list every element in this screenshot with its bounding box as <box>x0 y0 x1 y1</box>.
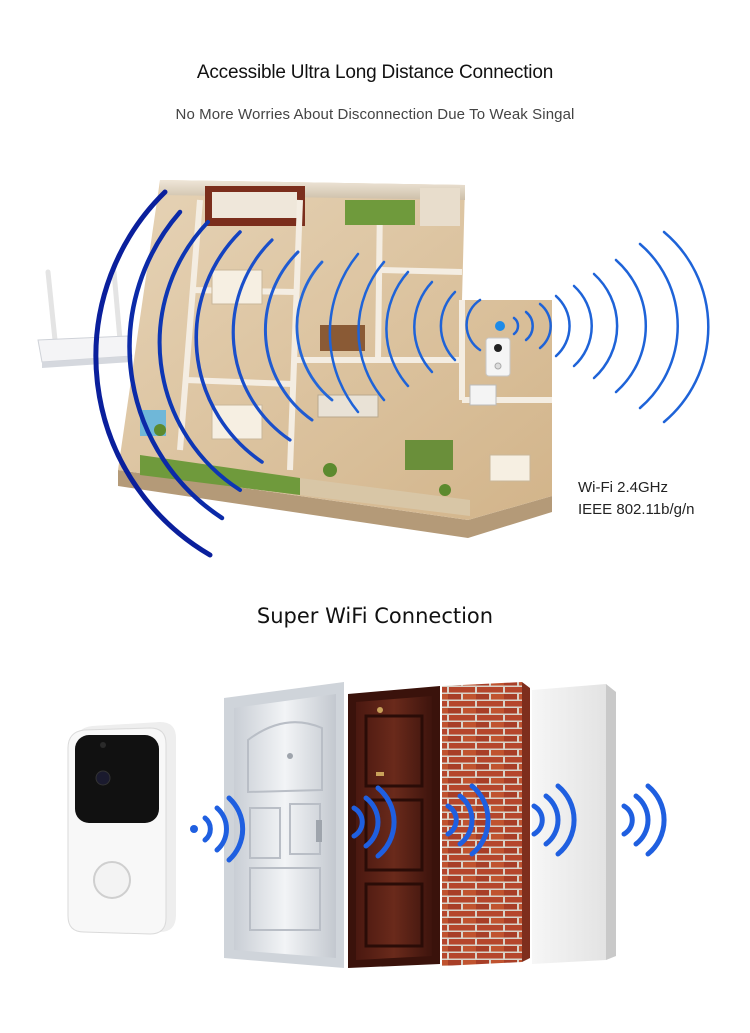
wifi-spec-text: Wi-Fi 2.4GHz IEEE 802.11b/g/n <box>578 477 694 521</box>
doorbell-small-icon <box>485 321 511 377</box>
concrete-wall <box>532 684 616 964</box>
section-subtitle: No More Worries About Disconnection Due … <box>175 106 575 123</box>
section-title-super-wifi: Super WiFi Connection <box>256 604 494 628</box>
doorbell-icon <box>67 722 176 935</box>
wifi-spec-standard: IEEE 802.11b/g/n <box>578 501 695 518</box>
router-wave-arcs <box>93 189 334 558</box>
brick-wall <box>442 682 530 966</box>
wifi-wave-icon-2 <box>351 785 397 859</box>
wifi-wave-icon-4 <box>531 783 577 857</box>
wifi-wave-icon-1 <box>190 795 246 863</box>
wifi-wave-icon-3 <box>445 783 491 857</box>
wifi-wave-icon-5 <box>621 783 667 857</box>
doorbell-wave-arcs <box>328 230 710 424</box>
wifi-spec-frequency: Wi-Fi 2.4GHz <box>578 479 668 496</box>
section-title-long-distance: Accessible Ultra Long Distance Connectio… <box>196 62 554 83</box>
router-icon <box>37 269 133 368</box>
steel-door <box>224 682 344 968</box>
